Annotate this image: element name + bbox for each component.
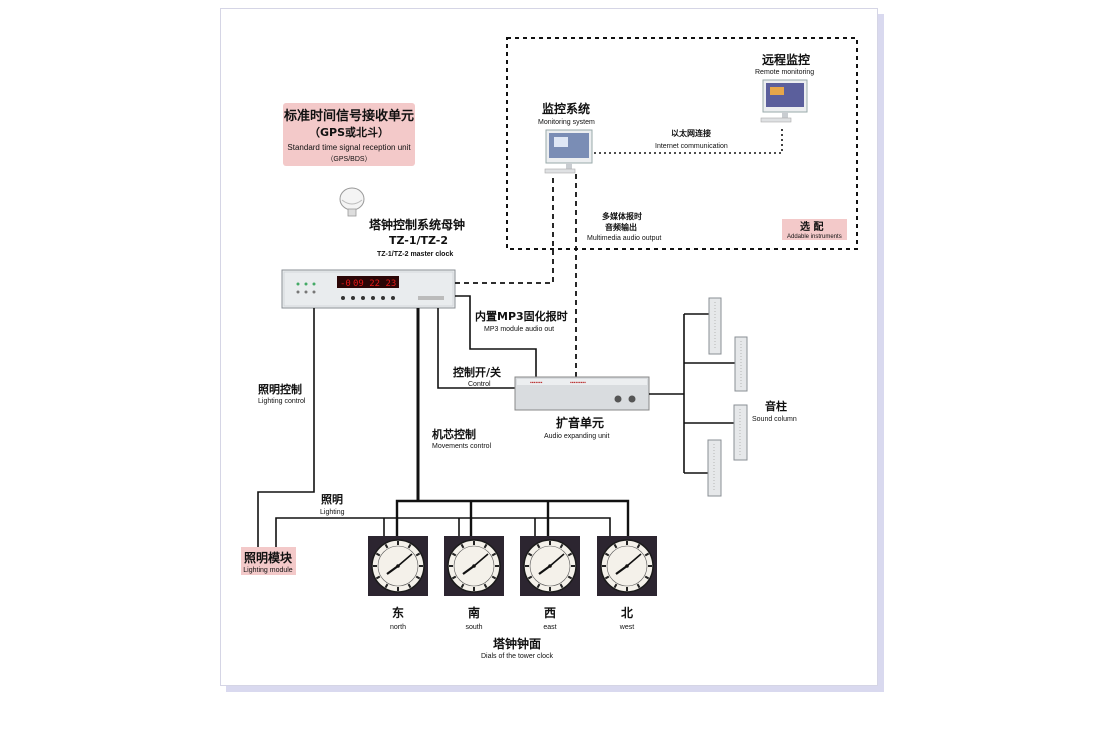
monitoring-label-en: Monitoring system	[538, 119, 595, 126]
dial-label-en: west	[619, 624, 634, 631]
master-clock-label-zh: 塔钟控制系统母钟	[369, 217, 465, 232]
dial-label-en: east	[543, 624, 556, 631]
speaker-column-icon	[733, 404, 748, 461]
master-clock-label-en: TZ-1/TZ-2 master clock	[377, 251, 453, 258]
lighting-module-box	[241, 547, 296, 575]
clock-dial-icon	[444, 536, 504, 596]
movements-label-zh: 机芯控制	[432, 427, 476, 441]
svg-text:▪▪▪▪▪▪▪: ▪▪▪▪▪▪▪	[530, 380, 543, 386]
optional-label-en: Addable instruments	[787, 234, 842, 240]
lighting-label-en: Lighting	[320, 509, 345, 516]
control-line	[437, 308, 517, 389]
lighting-label-zh: 照明	[321, 493, 343, 506]
clock-dial-icon	[597, 536, 657, 596]
monitor-link-line	[455, 174, 554, 284]
clock-dials	[368, 536, 657, 596]
speaker-column-icon	[707, 439, 722, 497]
speakers-label-en: Sound column	[752, 416, 797, 423]
remote-label-zh: 远程监控	[762, 52, 810, 67]
mp3-label-en: MP3 module audio out	[484, 326, 554, 333]
mp3-line	[455, 295, 537, 377]
ethernet-line	[594, 126, 783, 154]
control-label-zh: 控制开/关	[453, 365, 501, 379]
control-label-en: Control	[468, 381, 491, 388]
optional-region	[506, 37, 858, 250]
monitoring-computer-icon	[544, 129, 593, 174]
display-digits: 09 22 23	[353, 279, 396, 289]
gps-title-en2: （GPS/BDS）	[326, 155, 371, 163]
clock-display	[337, 276, 399, 288]
master-clock-model: TZ-1/TZ-2	[389, 234, 448, 247]
optional-label-zh: 选 配	[800, 220, 823, 233]
speakers-label-zh: 音柱	[765, 399, 787, 413]
multimedia-label-zh2: 音频输出	[605, 222, 637, 232]
dial-label-zh: 东	[392, 605, 404, 620]
amplifier-device: ▪▪▪▪▪▪▪ ▪▪▪▪▪▪▪▪▪	[514, 376, 650, 411]
lighting-module-label-zh: 照明模块	[244, 550, 293, 565]
remote-label-en: Remote monitoring	[755, 69, 814, 76]
display-prefix: -0	[340, 279, 351, 289]
monitoring-label-zh: 监控系统	[542, 101, 590, 116]
amplifier-label-en: Audio expanding unit	[544, 433, 609, 440]
gps-title-zh2: （GPS或北斗）	[309, 125, 389, 139]
speaker-column-icon	[708, 297, 722, 355]
multimedia-label-en: Multimedia audio output	[587, 235, 661, 242]
clock-dial-icon	[368, 536, 428, 596]
remote-computer-icon	[760, 79, 808, 123]
ethernet-label-zh: 以太网连接	[671, 128, 711, 138]
speaker-column-icon	[734, 336, 748, 392]
clock-dial-icon	[520, 536, 580, 596]
dial-label-zh: 南	[468, 605, 480, 620]
lighting-control-label-zh: 照明控制	[258, 382, 302, 396]
dial-label-zh: 北	[621, 605, 633, 620]
multimedia-label-zh: 多媒体报时	[602, 211, 642, 221]
dials-title-en: Dials of the tower clock	[481, 653, 553, 660]
movements-label-en: Movements control	[432, 443, 492, 450]
lighting-control-label-en: Lighting control	[258, 398, 306, 405]
mp3-label-zh: 内置MP3固化报时	[475, 309, 568, 323]
optional-tag	[782, 219, 847, 240]
gps-antenna-icon	[339, 187, 365, 217]
gps-title-zh: 标准时间信号接收单元	[283, 108, 414, 124]
dial-label-en: north	[390, 624, 406, 631]
dials-title-zh: 塔钟钟面	[493, 636, 541, 651]
gps-title-en: Standard time signal reception unit	[287, 143, 411, 152]
gps-unit-box	[283, 103, 415, 166]
ethernet-label-en: Internet communication	[655, 143, 728, 150]
svg-text:▪▪▪▪▪▪▪▪▪: ▪▪▪▪▪▪▪▪▪	[570, 380, 586, 386]
dial-label-zh: 西	[544, 606, 556, 620]
master-clock-device: -0 09 22 23	[281, 269, 456, 309]
lighting-bus-line	[275, 517, 611, 551]
lighting-control-line	[257, 308, 315, 551]
dial-label-en: south	[465, 624, 482, 631]
lighting-module-label-en: Lighting module	[243, 567, 293, 574]
amplifier-label-zh: 扩音单元	[556, 415, 604, 430]
